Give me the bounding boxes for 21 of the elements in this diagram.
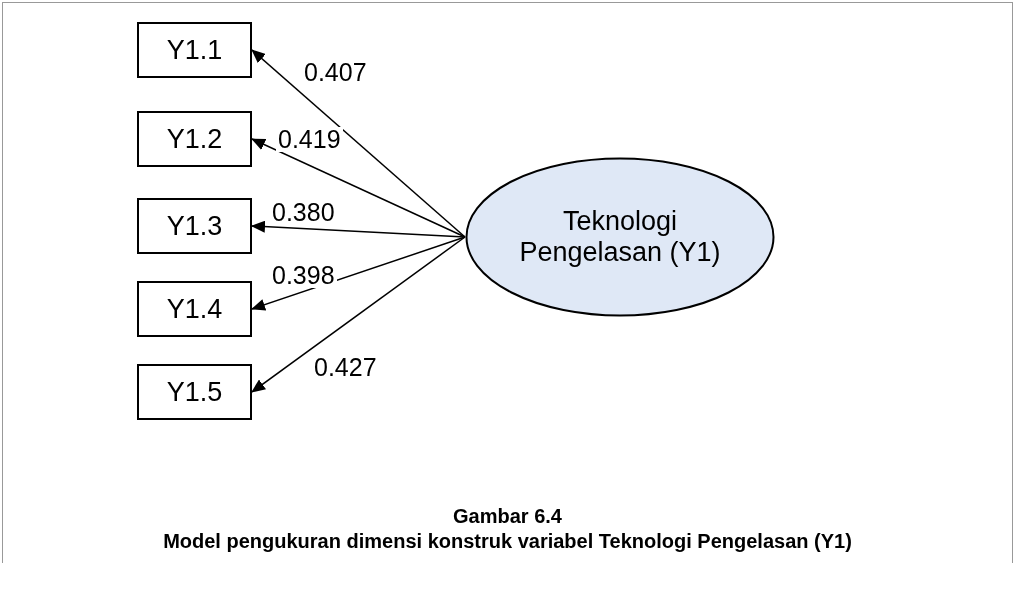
figure-number: Gambar 6.4 [452, 505, 563, 528]
indicator-box [137, 111, 252, 167]
indicator-box [137, 198, 252, 254]
node-label: Y1.2 [166, 123, 223, 155]
node-label: Teknologi Pengelasan (Y1) [518, 206, 722, 268]
indicator-box [137, 281, 252, 337]
indicator-box [137, 22, 252, 78]
node-label: Y1.5 [166, 376, 223, 408]
arrow [251, 220, 466, 238]
arrow [251, 49, 466, 238]
construct-ellipse [465, 157, 775, 317]
edge-label: 0.419 [276, 127, 343, 152]
arrow [251, 138, 466, 238]
edge-label: 0.398 [270, 263, 337, 288]
figure-caption: Model pengukuran dimensi konstruk variabel Teknologi Pengelasan (Y1) [162, 530, 853, 553]
indicator-box [137, 364, 252, 420]
node-label: Y1.3 [166, 210, 223, 242]
arrow [251, 236, 466, 311]
node-label: Y1.1 [166, 34, 223, 66]
node-label: Y1.4 [166, 293, 223, 325]
arrow [251, 236, 466, 393]
